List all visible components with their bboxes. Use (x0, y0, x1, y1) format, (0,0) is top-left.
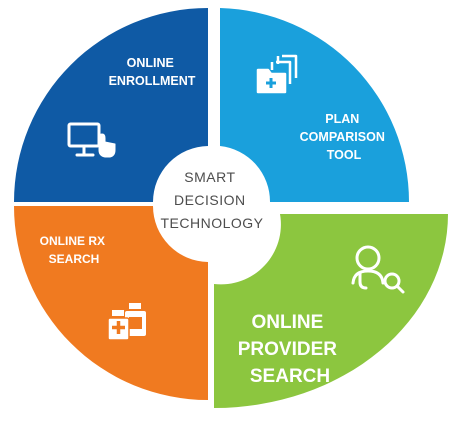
center-label: SMART DECISION TECHNOLOGY (160, 169, 263, 231)
segment-online-provider-search: ONLINE PROVIDER SEARCH (214, 214, 448, 408)
segment-plan-comparison-tool-label: PLAN COMPARISON TOOL (300, 112, 389, 162)
medicine-bottles-icon (107, 303, 146, 341)
segment-plan-comparison-tool-shape (220, 8, 409, 202)
segment-online-enrollment-shape (14, 8, 208, 202)
segment-online-rx-search-label: ONLINE RX SEARCH (40, 234, 109, 266)
segment-online-provider-search-shape (214, 214, 448, 408)
segment-online-rx-search-shape (14, 206, 208, 400)
segment-online-provider-search-label: ONLINE PROVIDER SEARCH (238, 312, 343, 387)
segment-online-enrollment-label: ONLINE ENROLLMENT (109, 56, 196, 88)
segment-online-enrollment: ONLINE ENROLLMENT (14, 8, 208, 202)
segment-plan-comparison-tool: PLAN COMPARISON TOOL (220, 8, 409, 202)
computer-touch-icon (67, 122, 116, 158)
folders-add-icon (256, 54, 298, 94)
segment-online-rx-search: ONLINE RX SEARCH (14, 206, 208, 400)
doctor-search-icon (351, 245, 405, 294)
